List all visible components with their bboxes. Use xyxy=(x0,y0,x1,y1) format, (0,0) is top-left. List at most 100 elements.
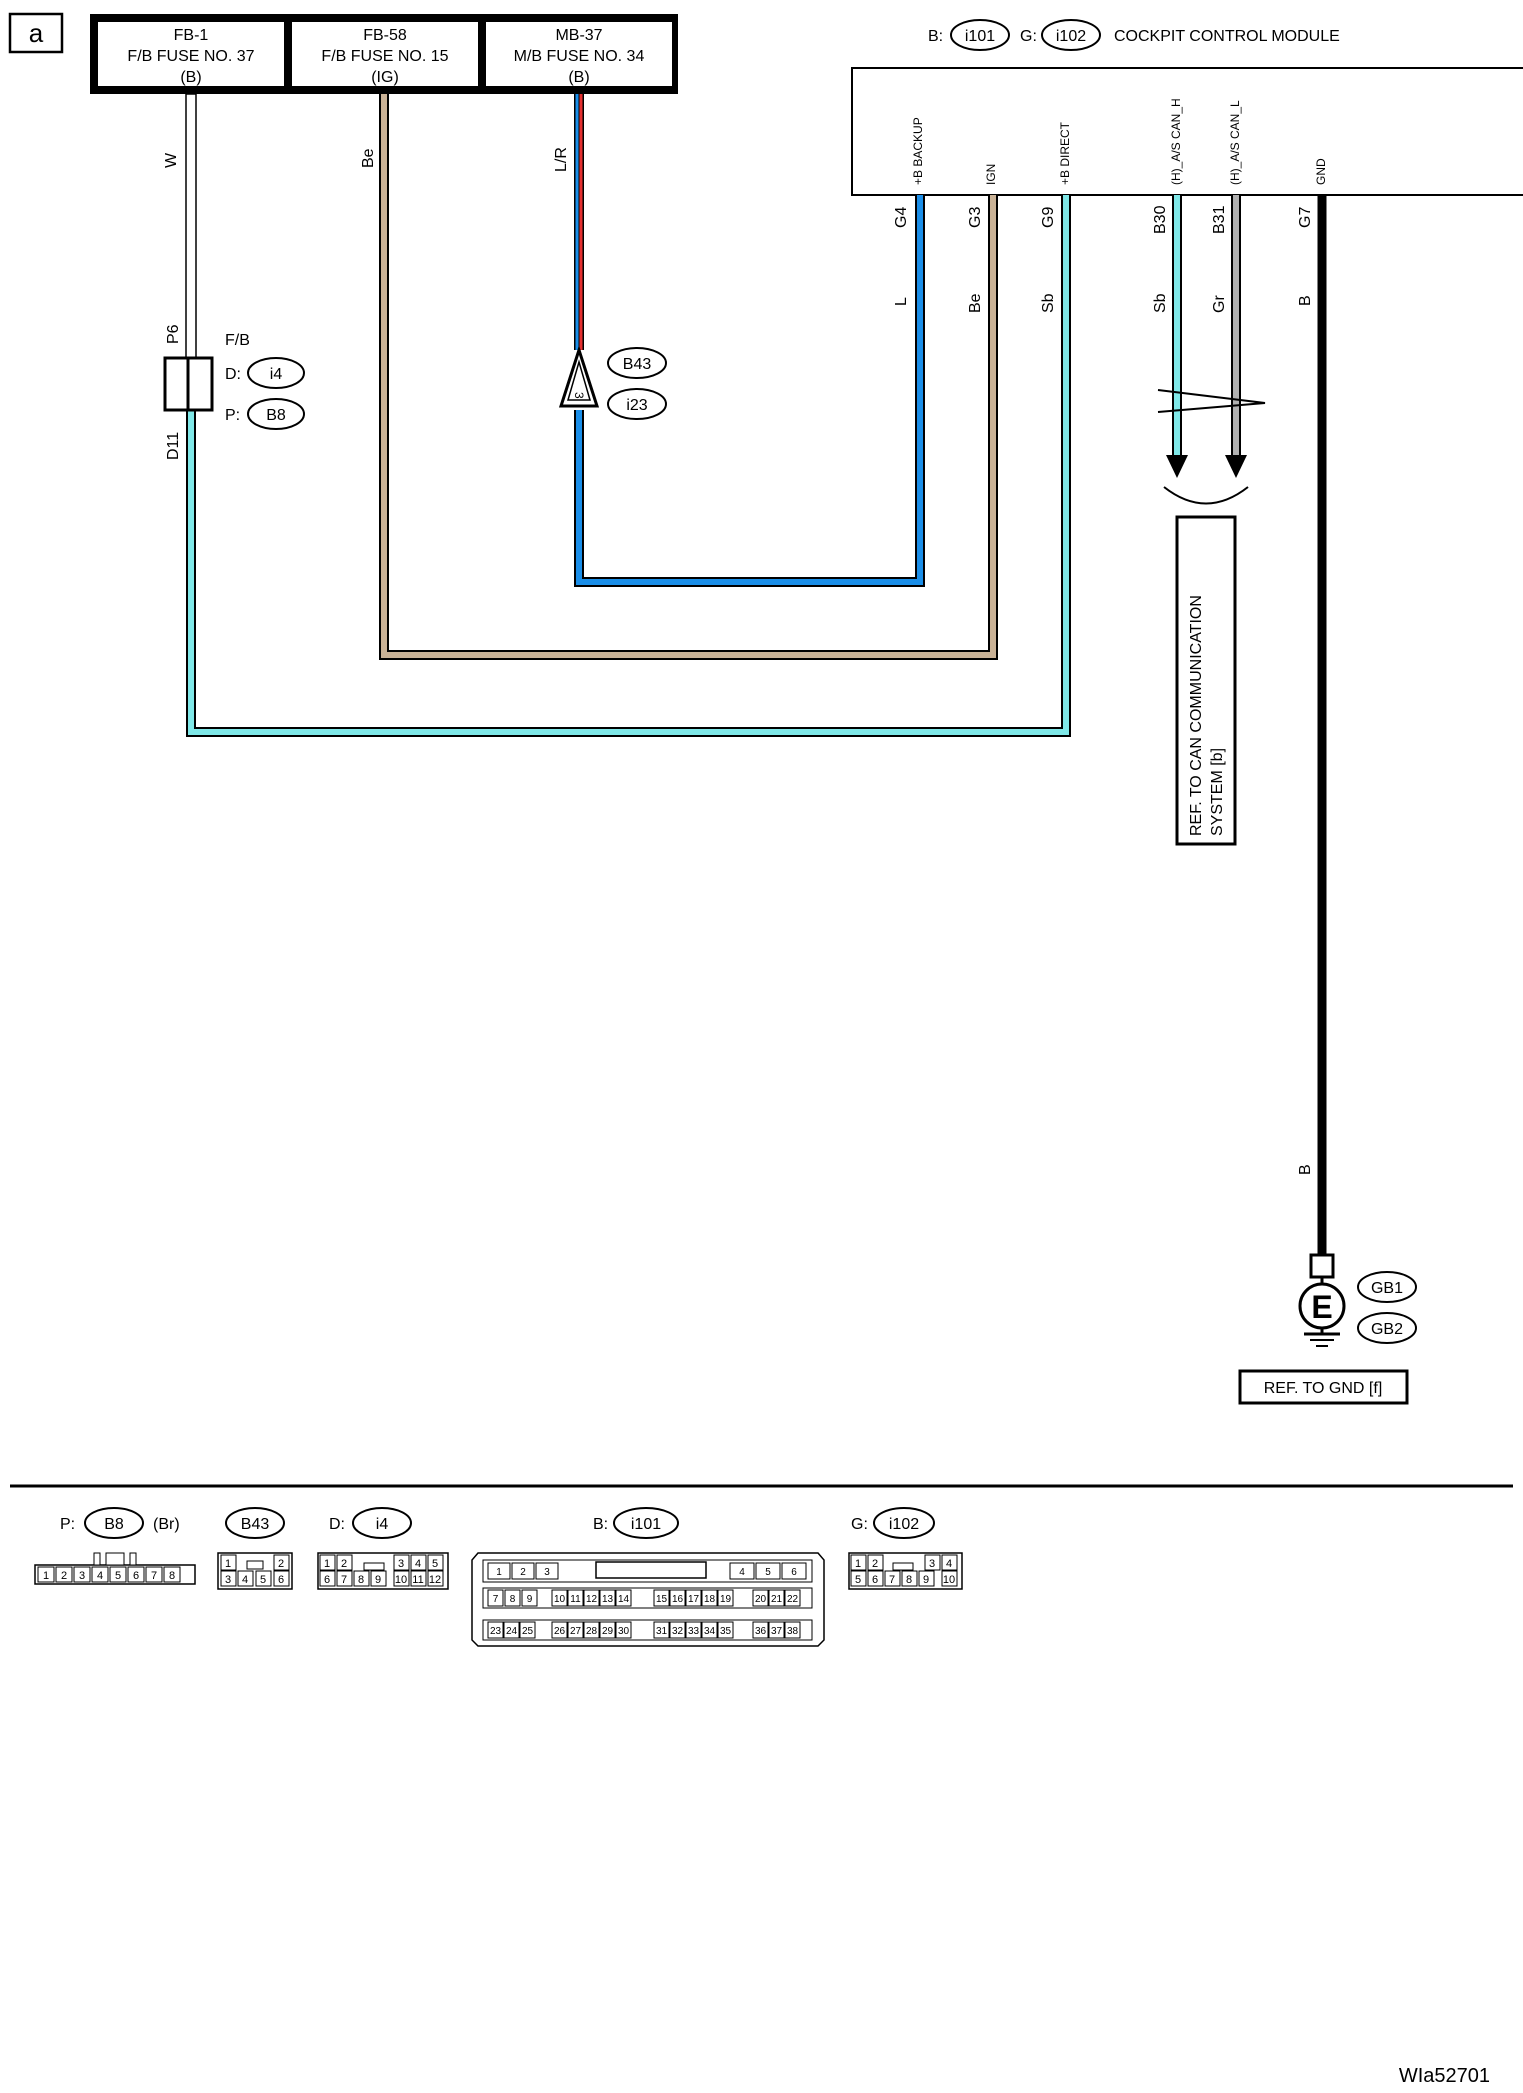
fuse-1-id: FB-1 xyxy=(174,27,209,44)
i101-pin-cavity xyxy=(615,1621,632,1639)
i101-pin-number: 11 xyxy=(570,1594,581,1605)
i101-pin-number: 3 xyxy=(544,1567,550,1578)
i101-pin-number: 7 xyxy=(493,1594,499,1605)
svg-text:(Br): (Br) xyxy=(153,1516,180,1533)
i101-pin-number: 32 xyxy=(672,1626,684,1637)
svg-text:9: 9 xyxy=(923,1574,929,1586)
i101-pin-cavity xyxy=(701,1621,718,1639)
svg-text:2: 2 xyxy=(278,1558,284,1570)
svg-text:3: 3 xyxy=(79,1570,85,1582)
svg-text:GB1: GB1 xyxy=(1371,1280,1403,1297)
i101-pin-number: 25 xyxy=(522,1626,534,1637)
i101-pin-cavity xyxy=(551,1621,568,1639)
i101-pin-number: 2 xyxy=(520,1567,526,1578)
svg-text:REF. TO CAN COMMUNICATION: REF. TO CAN COMMUNICATION xyxy=(1188,595,1205,836)
i101-pin-number: 33 xyxy=(688,1626,700,1637)
fuse-2-id: FB-58 xyxy=(363,27,407,44)
i101-pin-cavity xyxy=(583,1621,600,1639)
fb-connector: P6 D11 F/B D: i4 P: B8 xyxy=(163,324,305,460)
i101-pin-cavity xyxy=(768,1589,785,1607)
fuse-3-id: MB-37 xyxy=(555,27,602,44)
can-ref-box: REF. TO CAN COMMUNICATION SYSTEM [b] xyxy=(1175,515,1237,846)
svg-text:D:: D: xyxy=(329,1516,345,1533)
i101-pin-number: 31 xyxy=(656,1626,668,1637)
svg-text:i101: i101 xyxy=(965,28,995,45)
i101-pin-number: 20 xyxy=(755,1594,767,1605)
svg-text:2: 2 xyxy=(61,1570,67,1582)
i101-pin-cavity xyxy=(583,1589,600,1607)
i101-pin-cavity xyxy=(755,1562,781,1580)
i101-pin-cavity xyxy=(729,1562,755,1580)
svg-text:1: 1 xyxy=(43,1570,49,1582)
i101-pin-cavity xyxy=(521,1589,538,1607)
svg-text:GB2: GB2 xyxy=(1371,1321,1403,1338)
i101-pin-number: 35 xyxy=(720,1626,732,1637)
i101-pin-number: 36 xyxy=(755,1626,767,1637)
svg-text:G3: G3 xyxy=(967,207,984,228)
i101-pin-cavity xyxy=(599,1621,616,1639)
svg-text:Sb: Sb xyxy=(1152,293,1169,313)
svg-text:G:: G: xyxy=(1020,28,1037,45)
svg-text:i102: i102 xyxy=(889,1516,919,1533)
svg-text:P6: P6 xyxy=(165,324,182,344)
svg-text:G7: G7 xyxy=(1297,207,1314,228)
svg-text:4: 4 xyxy=(415,1558,421,1570)
svg-text:1: 1 xyxy=(324,1558,330,1570)
i101-pin-number: 9 xyxy=(527,1594,533,1605)
svg-text:9: 9 xyxy=(375,1574,381,1586)
wire-gnd: B xyxy=(1297,195,1327,1255)
diagram-code: WIa52701 xyxy=(1399,2065,1490,2087)
svg-text:Sb: Sb xyxy=(1040,293,1057,313)
ground-symbol: E GB1 GB2 REF. TO GND [f] xyxy=(1238,1253,1417,1405)
i101-pin-cavity xyxy=(487,1562,511,1580)
svg-text:a: a xyxy=(29,18,44,48)
can-wires xyxy=(1157,195,1266,505)
svg-text:+B DIRECT: +B DIRECT xyxy=(1058,121,1072,185)
svg-text:8: 8 xyxy=(906,1574,912,1586)
svg-text:7: 7 xyxy=(341,1574,347,1586)
i101-pin-cavity xyxy=(519,1621,536,1639)
i101-pin-number: 18 xyxy=(704,1594,716,1605)
svg-text:8: 8 xyxy=(169,1570,175,1582)
i101-pin-number: 34 xyxy=(704,1626,716,1637)
fuse-1-sub: (B) xyxy=(180,69,201,86)
fuse-block: FB-1 F/B FUSE NO. 37 (B) FB-58 F/B FUSE … xyxy=(90,14,678,94)
i101-pin-number: 30 xyxy=(618,1626,630,1637)
svg-text:3: 3 xyxy=(572,392,586,399)
i101-pin-number: 13 xyxy=(602,1594,614,1605)
svg-text:i101: i101 xyxy=(631,1516,661,1533)
wire-mb37-to-g4 xyxy=(574,94,925,587)
i101-pin-number: 12 xyxy=(586,1594,598,1605)
svg-text:10: 10 xyxy=(395,1574,407,1586)
svg-text:B43: B43 xyxy=(623,356,652,373)
svg-text:B30: B30 xyxy=(1152,205,1169,234)
svg-text:P:: P: xyxy=(60,1516,75,1533)
svg-text:6: 6 xyxy=(278,1574,284,1586)
i101-pin-cavity xyxy=(503,1621,520,1639)
svg-text:(H)_A/S CAN_L: (H)_A/S CAN_L xyxy=(1228,100,1242,185)
i101-pin-cavity xyxy=(653,1621,670,1639)
i101-pin-number: 29 xyxy=(602,1626,614,1637)
i101-pin-number: 22 xyxy=(787,1594,799,1605)
i101-pin-cavity xyxy=(487,1589,504,1607)
i101-pin-cavity xyxy=(717,1621,734,1639)
i101-pin-cavity xyxy=(599,1589,616,1607)
i101-pin-number: 37 xyxy=(771,1626,783,1637)
svg-text:P:: P: xyxy=(225,407,240,424)
svg-text:6: 6 xyxy=(324,1574,330,1586)
wire-fb58-color: Be xyxy=(360,148,377,168)
svg-text:B:: B: xyxy=(928,28,943,45)
ground-ref-text: REF. TO GND [f] xyxy=(1264,1380,1383,1397)
i101-pin-number: 4 xyxy=(739,1567,745,1578)
svg-text:L: L xyxy=(893,297,910,306)
fuse-3-name: M/B FUSE NO. 34 xyxy=(514,48,645,65)
svg-text:10: 10 xyxy=(943,1574,955,1586)
svg-text:GND: GND xyxy=(1314,158,1328,185)
svg-text:IGN: IGN xyxy=(984,164,998,185)
i101-pin-cavity xyxy=(551,1589,568,1607)
i101-pin-number: 17 xyxy=(688,1594,700,1605)
i101-pin-cavity xyxy=(768,1621,785,1639)
svg-text:3: 3 xyxy=(929,1558,935,1570)
svg-text:D:: D: xyxy=(225,366,241,383)
svg-text:B8: B8 xyxy=(266,407,286,424)
